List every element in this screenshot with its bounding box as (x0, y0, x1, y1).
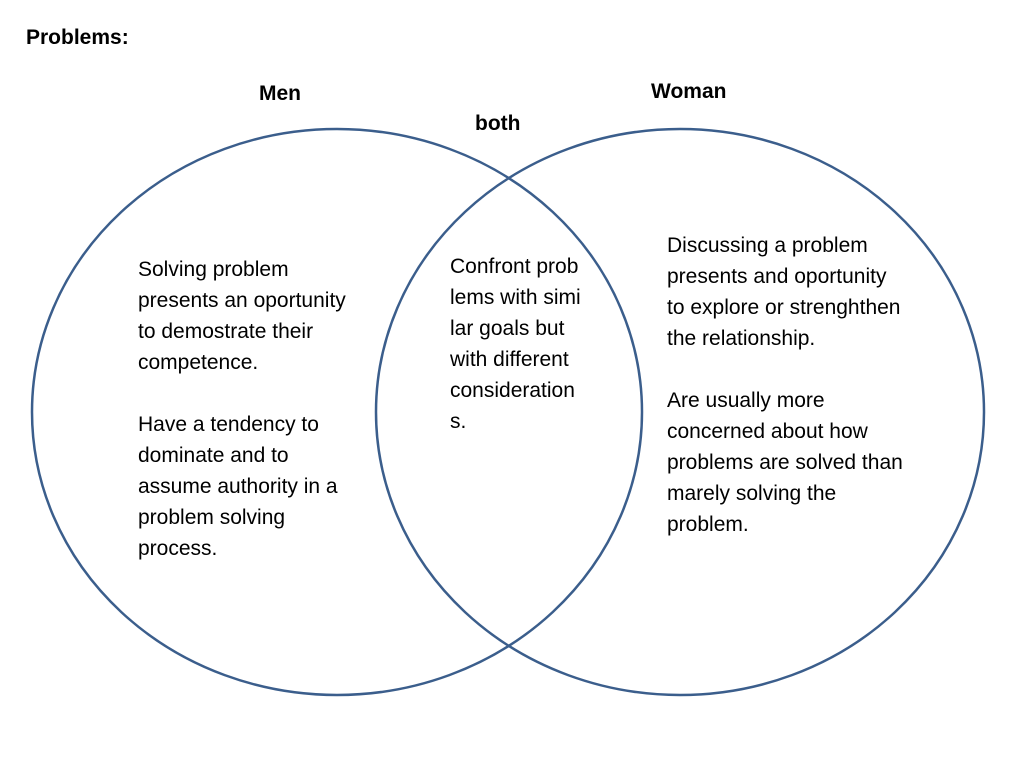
page-title: Problems: (26, 26, 129, 49)
men-circle (30, 127, 644, 697)
men-paragraph: Solving problem presents an oportunity t… (138, 258, 346, 374)
men-label: Men (259, 82, 301, 105)
woman-description: Discussing a problem presents and oportu… (667, 230, 903, 540)
woman-paragraph: Are usually more concerned about how pro… (667, 389, 903, 536)
men-paragraph: Have a tendency to dominate and to assum… (138, 413, 338, 560)
woman-paragraph: Discussing a problem presents and oportu… (667, 234, 901, 350)
both-paragraph: Confront problems with similar goals but… (450, 255, 581, 433)
men-description: Solving problem presents an oportunity t… (138, 254, 348, 564)
woman-label: Woman (651, 80, 727, 103)
both-label: both (475, 112, 521, 135)
woman-circle (374, 127, 986, 697)
both-description: Confront problems with similar goals but… (450, 251, 582, 437)
